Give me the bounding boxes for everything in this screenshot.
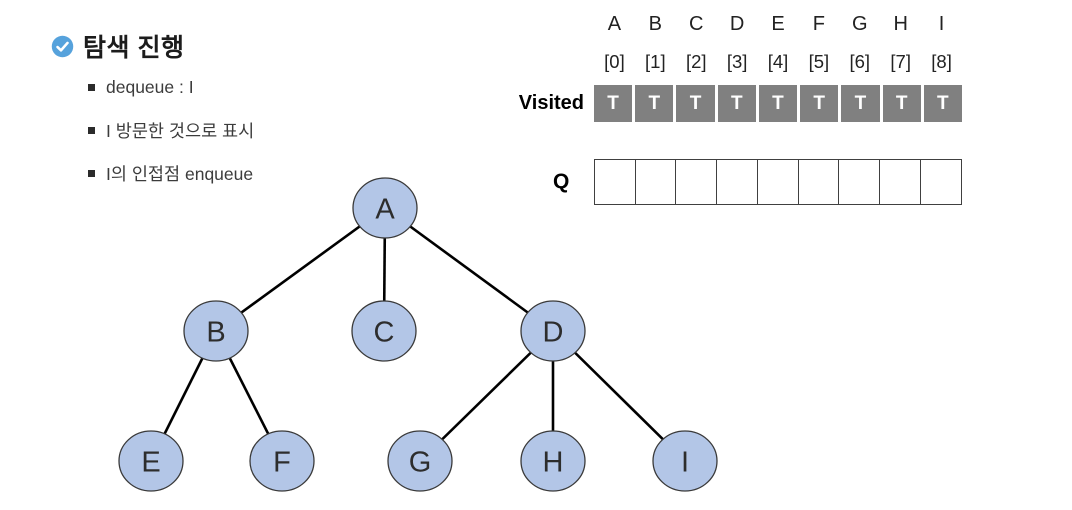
tree-node-I — [652, 430, 718, 492]
tree-node-label-I: I — [681, 446, 689, 478]
queue-label: Q — [553, 170, 570, 193]
tree-edge-A-D — [384, 206, 554, 333]
tree-node-label-G: G — [409, 446, 432, 478]
bullet-text: I의 인접점 enqueue — [106, 164, 254, 184]
bullet-text: dequeue : I — [106, 77, 194, 97]
visited-cell: T — [882, 85, 921, 122]
array-letter: C — [689, 13, 704, 35]
square-bullet-icon — [88, 170, 95, 177]
array-index: [4] — [767, 51, 789, 72]
queue-cell — [716, 159, 759, 205]
array-letter: A — [607, 13, 622, 35]
queue-cell — [797, 159, 840, 205]
tree-node-label-E: E — [141, 446, 160, 478]
queue-array — [594, 159, 962, 205]
array-index: [0] — [604, 51, 625, 72]
array-index: [6] — [849, 51, 871, 72]
array-index: [2] — [685, 51, 707, 72]
bullet-list: dequeue : I I 방문한 것으로 표시 I의 인접점 enqueue — [88, 66, 254, 195]
queue-cell — [879, 159, 922, 205]
square-bullet-icon — [88, 127, 95, 134]
tree-node-F — [249, 430, 315, 492]
array-index: [8] — [931, 51, 952, 72]
tree-node-label-B: B — [206, 316, 225, 348]
array-letter: B — [648, 13, 662, 35]
bullet-item: dequeue : I — [88, 66, 254, 109]
square-bullet-icon — [88, 84, 95, 91]
array-letter: D — [729, 13, 745, 35]
tree-node-label-C: C — [374, 316, 395, 348]
bullet-item: I 방문한 것으로 표시 — [88, 109, 254, 152]
visited-cell: T — [923, 85, 962, 122]
tree-edge-A-B — [215, 206, 386, 333]
queue-cell — [634, 159, 677, 205]
visited-cell: T — [800, 85, 839, 122]
array-index: [5] — [808, 51, 830, 72]
tree-node-G — [387, 430, 453, 492]
tree-node-E — [118, 430, 184, 492]
array-index: [3] — [726, 51, 748, 72]
array-index: [1] — [645, 51, 666, 72]
array-letter: I — [938, 13, 945, 35]
visited-cell: T — [594, 85, 633, 122]
visited-cell: T — [635, 85, 674, 122]
array-letter: H — [893, 13, 908, 35]
tree-node-label-F: F — [273, 446, 291, 478]
visited-cell: T — [717, 85, 756, 122]
array-letter: G — [852, 13, 868, 35]
slide-title: 탐색 진행 — [83, 34, 185, 62]
queue-cell — [919, 159, 962, 205]
tree-node-label-H: H — [543, 446, 564, 478]
tree-node-B — [183, 300, 249, 362]
tree-node-label-A: A — [375, 193, 395, 225]
array-letter: F — [812, 13, 825, 35]
visited-cell: T — [676, 85, 715, 122]
visited-label: Visited — [518, 92, 584, 114]
tree-node-D — [520, 300, 586, 362]
array-indices-row: [0] [1] [2] [3] [4] [5] [6] [7] [8] — [594, 49, 962, 75]
queue-cell — [675, 159, 718, 205]
visited-cell: T — [841, 85, 880, 122]
bullet-text: I 방문한 것으로 표시 — [106, 121, 255, 141]
tree-node-C — [351, 300, 417, 362]
array-letters-row: A B C D E F G H I — [594, 10, 962, 38]
tree-node-A — [352, 177, 418, 239]
array-index: [7] — [890, 51, 911, 72]
visited-cell: T — [758, 85, 798, 122]
array-letter: E — [771, 13, 785, 35]
title-row: 탐색 진행 — [51, 28, 184, 64]
check-circle-icon — [51, 35, 74, 58]
tree-node-label-D: D — [543, 316, 564, 348]
bullet-item: I의 인접점 enqueue — [88, 152, 254, 195]
tree-node-H — [520, 430, 586, 492]
